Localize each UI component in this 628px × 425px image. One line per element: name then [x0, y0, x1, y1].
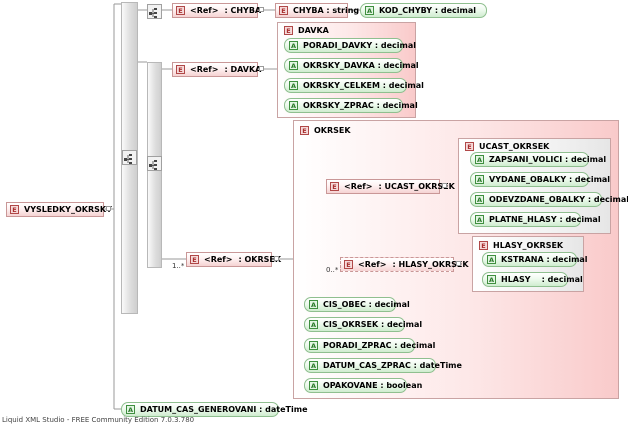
attribute-icon: A — [365, 6, 374, 15]
okrsek-ref-element[interactable]: E <Ref> : OKRSEK — [186, 252, 281, 267]
attribute-okrsky-davka[interactable]: A OKRSKY_DAVKA : decimal — [284, 58, 419, 73]
expand-toggle[interactable] — [442, 183, 447, 188]
footer-text: Liquid XML Studio - FREE Community Editi… — [2, 416, 195, 424]
element-icon: E — [279, 6, 288, 15]
attribute-poradi-davky[interactable]: A PORADI_DAVKY : decimal — [284, 38, 416, 53]
okrsek-ref-label: : OKRSEK — [238, 255, 282, 264]
root-element-label: VYSLEDKY_OKRSKY — [24, 205, 112, 214]
okrsek-cardinality: 1..* — [172, 262, 185, 270]
attribute-cis-okrsek[interactable]: A CIS_OKRSEK : decimal — [304, 317, 422, 332]
expand-toggle[interactable] — [274, 256, 279, 261]
ref-tag: <Ref> — [358, 260, 387, 269]
chyba-type-element[interactable]: E CHYBA : string — [275, 3, 359, 18]
davka-element-icon: E — [281, 24, 295, 36]
attribute-label: DATUM_CAS_GENEROVANI : dateTime — [140, 405, 308, 414]
element-icon: E — [176, 65, 185, 74]
chyba-type-label: CHYBA : string — [293, 6, 360, 15]
attribute-icon: A — [289, 41, 298, 50]
hlasy-okrsek-ref-element[interactable]: E <Ref> : HLASY_OKRSEK — [340, 257, 469, 272]
root-element[interactable]: E VYSLEDKY_OKRSKY — [6, 202, 112, 217]
attribute-icon: A — [487, 275, 496, 284]
okrsek-title: OKRSEK — [314, 126, 351, 135]
attribute-label: ZAPSANI_VOLICI : decimal — [489, 155, 607, 164]
attribute-zapsani-volici[interactable]: A ZAPSANI_VOLICI : decimal — [470, 152, 606, 167]
attribute-icon: A — [309, 341, 318, 350]
davka-ref-element[interactable]: E <Ref> : DAVKA — [172, 62, 262, 77]
element-icon: E — [344, 260, 353, 269]
attribute-okrsky-celkem[interactable]: A OKRSKY_CELKEM : decimal — [284, 78, 424, 93]
hlasy-okrsek-ref-label: : HLASY_OKRSEK — [392, 260, 469, 269]
attribute-icon: A — [289, 81, 298, 90]
attribute-poradi-zprac[interactable]: A PORADI_ZPRAC : decimal — [304, 338, 435, 353]
element-icon: E — [176, 6, 185, 15]
attribute-icon: A — [309, 300, 318, 309]
attribute-icon: A — [309, 320, 318, 329]
attribute-icon: A — [289, 61, 298, 70]
ucast-okrsek-ref-label: : UCAST_OKRSEK — [378, 182, 455, 191]
expand-toggle[interactable] — [259, 66, 264, 71]
attribute-kod-chyby[interactable]: A KOD_CHYBY : decimal — [360, 3, 487, 18]
sequence-icon — [147, 4, 162, 19]
attribute-odevzdane-obalky[interactable]: A ODEVZDANE_OBALKY : decimal — [470, 192, 628, 207]
attribute-label: PORADI_ZPRAC : decimal — [323, 341, 436, 350]
ref-tag: <Ref> — [344, 182, 373, 191]
attribute-label: DATUM_CAS_ZPRAC : dateTime — [323, 361, 462, 370]
okrsek-element-icon: E — [297, 124, 311, 136]
ucast-element-icon: E — [462, 140, 476, 152]
chyba-ref-label: : CHYBA — [224, 6, 262, 15]
hlasy-cardinality: 0..* — [326, 266, 339, 274]
ref-tag: <Ref> — [204, 255, 233, 264]
attribute-icon: A — [309, 361, 318, 370]
attribute-label: KSTRANA : decimal — [501, 255, 588, 264]
attribute-icon: A — [475, 215, 484, 224]
attribute-datum-cas-zprac[interactable]: A DATUM_CAS_ZPRAC : dateTime — [304, 358, 462, 373]
ucast-okrsek-title: UCAST_OKRSEK — [479, 142, 550, 151]
attribute-label: OKRSKY_DAVKA : decimal — [303, 61, 419, 70]
attribute-opakovane[interactable]: A OPAKOVANE : boolean — [304, 378, 422, 393]
attribute-label: OPAKOVANE : boolean — [323, 381, 423, 390]
attribute-vydane-obalky[interactable]: A VYDANE_OBALKY : decimal — [470, 172, 610, 187]
sequence-icon — [147, 156, 162, 171]
attribute-icon: A — [475, 195, 484, 204]
element-icon: E — [190, 255, 199, 264]
attribute-label: VYDANE_OBALKY : decimal — [489, 175, 611, 184]
attribute-label: ODEVZDANE_OBALKY : decimal — [489, 195, 628, 204]
attribute-label: OKRSKY_CELKEM : decimal — [303, 81, 424, 90]
attribute-icon: A — [475, 155, 484, 164]
expand-toggle[interactable] — [259, 7, 264, 12]
ref-tag: <Ref> — [190, 6, 219, 15]
ref-tag: <Ref> — [190, 65, 219, 74]
attribute-cis-obec[interactable]: A CIS_OBEC : decimal — [304, 297, 410, 312]
attribute-hlasy[interactable]: A HLASY : decimal — [482, 272, 583, 287]
sequence-icon — [122, 150, 137, 165]
attribute-platne-hlasy[interactable]: A PLATNE_HLASY : decimal — [470, 212, 601, 227]
expand-toggle[interactable] — [106, 206, 111, 211]
hlasy-okrsek-title: HLASY_OKRSEK — [493, 241, 564, 250]
davka-ref-label: : DAVKA — [224, 65, 262, 74]
ucast-okrsek-ref-element[interactable]: E <Ref> : UCAST_OKRSEK — [326, 179, 455, 194]
attribute-label: CIS_OBEC : decimal — [323, 300, 410, 309]
attribute-okrsky-zprac[interactable]: A OKRSKY_ZPRAC : decimal — [284, 98, 418, 113]
attribute-datum-cas-generovani[interactable]: A DATUM_CAS_GENEROVANI : dateTime — [121, 402, 308, 417]
attribute-icon: A — [487, 255, 496, 264]
attribute-icon: A — [126, 405, 135, 414]
chyba-ref-element[interactable]: E <Ref> : CHYBA — [172, 3, 262, 18]
expand-toggle[interactable] — [456, 261, 461, 266]
element-icon: E — [330, 182, 339, 191]
davka-title: DAVKA — [298, 26, 329, 35]
attribute-label: PORADI_DAVKY : decimal — [303, 41, 416, 50]
attribute-label: KOD_CHYBY : decimal — [379, 6, 476, 15]
attribute-icon: A — [475, 175, 484, 184]
attribute-icon: A — [309, 381, 318, 390]
attribute-label: PLATNE_HLASY : decimal — [489, 215, 601, 224]
attribute-icon: A — [289, 101, 298, 110]
hlasy-element-icon: E — [476, 239, 490, 251]
attribute-label: CIS_OKRSEK : decimal — [323, 320, 423, 329]
attribute-label: OKRSKY_ZPRAC : decimal — [303, 101, 418, 110]
attribute-label: HLASY : decimal — [501, 275, 583, 284]
element-icon: E — [10, 205, 19, 214]
attribute-kstrana[interactable]: A KSTRANA : decimal — [482, 252, 588, 267]
